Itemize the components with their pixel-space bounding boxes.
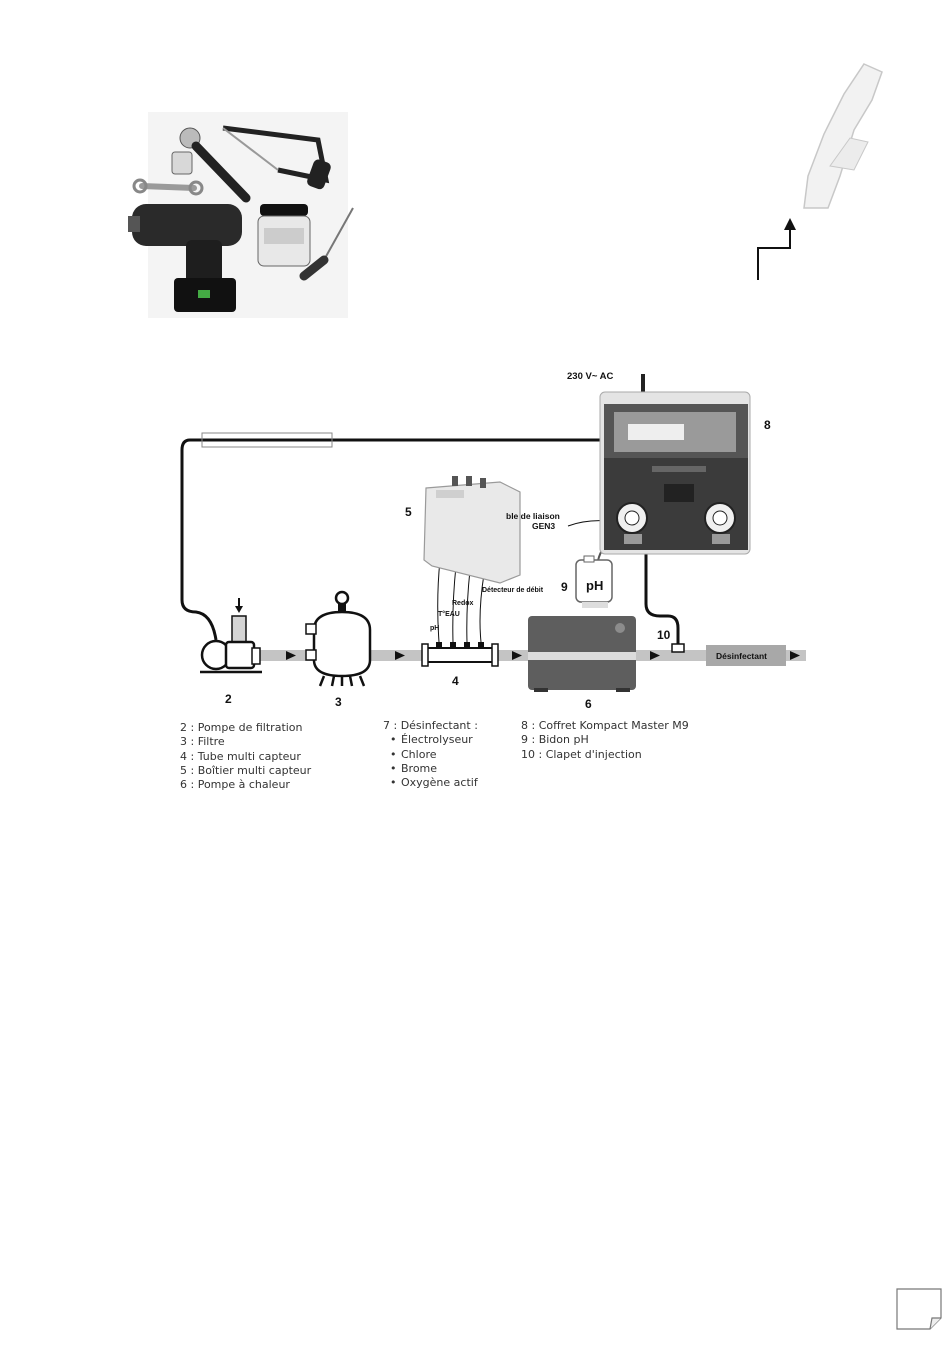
legend-item: 10 : Clapet d'injection <box>521 747 642 761</box>
screwdriver-icon <box>299 207 354 281</box>
legend-item: 9 : Bidon pH <box>521 733 589 747</box>
injection-fitting-illustration <box>757 63 883 280</box>
spanner-icon <box>132 178 204 196</box>
tools-illustration <box>128 112 354 318</box>
fitting-icon <box>803 63 883 209</box>
glue-jar-icon <box>257 204 311 267</box>
flow-arrow-icon <box>286 651 296 660</box>
heat-pump-icon <box>528 616 636 692</box>
number-2: 2 <box>225 692 232 706</box>
disinfectant-box <box>706 645 786 666</box>
redox-label: Redox <box>452 600 474 607</box>
arrow-up-icon <box>784 218 796 230</box>
cable-label: ble de liaison <box>506 511 560 521</box>
number-3: 3 <box>335 695 342 709</box>
legend-bullet-item: Électrolyseur <box>390 733 478 748</box>
legend-column-2: 7 : Désinfectant : Électrolyseur Chlore … <box>383 719 478 791</box>
flow-arrow-icon <box>512 651 522 660</box>
sand-filter-icon <box>305 590 372 687</box>
feed-cable <box>180 438 612 641</box>
injection-valve-icon <box>671 643 685 653</box>
dosing-tube <box>644 548 680 644</box>
water-temp-label: T°EAU <box>438 611 460 618</box>
legend-bullet-item: Brome <box>390 762 478 777</box>
disinfectant-label: Désinfectant <box>716 651 768 661</box>
number-4: 4 <box>452 674 459 688</box>
drill-icon <box>128 204 242 312</box>
legend-bullet-item: Oxygène actif <box>390 776 478 791</box>
number-5: 5 <box>405 505 412 519</box>
legend-item: 4 : Tube multi capteur <box>180 749 301 763</box>
legend-item: 2 : Pompe de filtration <box>180 721 303 734</box>
legend-column-3: 8 : Coffret Kompact Master M9 9 : Bidon … <box>521 719 689 762</box>
flow-arrows <box>286 651 800 660</box>
cable-sleeve <box>201 432 333 448</box>
legend-item: 5 : Boîtier multi capteur <box>180 763 312 777</box>
legend-item: 6 : Pompe à chaleur <box>180 778 290 792</box>
wrench-icon <box>179 127 251 203</box>
socket-icon <box>171 151 193 175</box>
number-9: 9 <box>561 580 568 594</box>
disinfectant-list: Électrolyseur Chlore Brome Oxygène actif <box>383 733 478 790</box>
multi-sensor-box-icon <box>423 476 521 584</box>
number-8: 8 <box>764 418 771 432</box>
pointer-line <box>757 226 791 280</box>
flow-arrow-icon <box>650 651 660 660</box>
ph-can-label: pH <box>586 578 604 593</box>
legend-item: 8 : Coffret Kompact Master M9 <box>521 719 689 732</box>
flow-detector-label: Détecteur de débit <box>482 587 544 594</box>
controller-cabinet-icon <box>599 374 751 555</box>
flow-arrow-icon <box>790 651 800 660</box>
installation-diagram <box>180 374 806 692</box>
legend-column-1: 2 : Pompe de filtration 3 : Filtre 4 : T… <box>180 721 311 792</box>
page-curl-icon <box>896 1288 942 1330</box>
legend-title: 7 : Désinfectant : <box>383 719 478 732</box>
multi-sensor-tube-icon <box>421 642 499 667</box>
hacksaw-icon <box>222 125 331 190</box>
filtration-pump-icon <box>200 598 262 674</box>
number-10: 10 <box>657 628 671 642</box>
ph-sensor-label: pH <box>430 625 440 632</box>
legend-item: 3 : Filtre <box>180 735 225 749</box>
antenna-icon <box>641 374 645 400</box>
flow-arrow-icon <box>395 651 405 660</box>
voltage-label: 230 V~ AC <box>567 371 614 382</box>
legend-bullet-item: Chlore <box>390 748 478 763</box>
number-6: 6 <box>585 697 592 711</box>
cable-label-gen3: GEN3 <box>532 521 556 531</box>
